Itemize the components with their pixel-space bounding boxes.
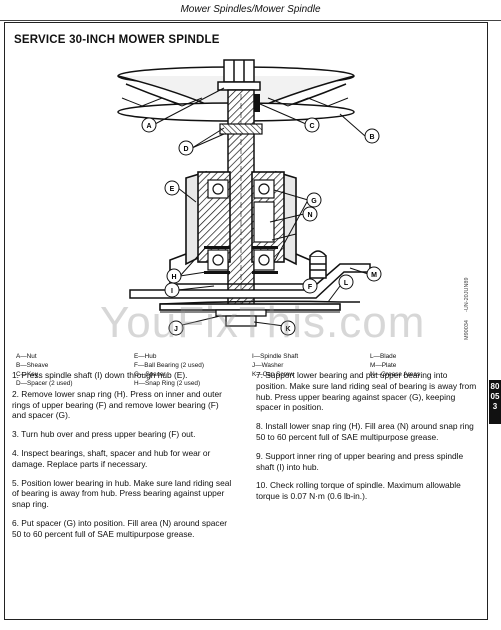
callout-g: G [306,192,322,208]
instruction-step: 9. Support inner ring of upper bearing a… [256,450,464,472]
svg-text:I: I [171,288,173,295]
figure-number: M90034 [464,320,470,340]
callout-d: D [178,140,194,156]
svg-text:H: H [171,274,176,281]
tab-line: 80 [490,382,500,391]
callout-m: M [366,266,382,282]
instruction-step: 1. Press spindle shaft (I) down through … [12,370,188,380]
nut [217,59,261,91]
section-title: SERVICE 30-INCH MOWER SPINDLE [14,34,220,46]
spindle-diagram: A C B D E G N H I F L M J K [117,59,382,336]
legend-item: D—Spacer (2 used) [16,380,73,387]
cap-screw [225,315,257,327]
legend-item: B—Sheave [16,362,49,369]
instruction-step: 5. Position lower bearing in hub. Make s… [12,477,232,510]
svg-text:C: C [309,123,314,130]
legend-item: C—Key [16,371,39,378]
legend-item: H—Snap Ring (2 used) [134,380,201,387]
figure-code: -UN-20JUN89 [464,277,470,312]
parts-legend: A—Nut E—Hub I—Spindle Shaft L—Blade B—Sh… [16,352,478,388]
instruction-step: 2. Remove lower snap ring (H). Press on … [12,388,222,421]
legend-item: I—Spindle Shaft [252,353,299,360]
snap-rings [204,246,278,274]
instruction-step: 7. Support lower bearing and put upper b… [256,370,477,413]
page-header: Mower Spindles/Mower Spindle [0,0,501,21]
callout-f: F [302,278,318,294]
instructions-left-column: 1. Press spindle shaft (I) down through … [12,370,234,548]
legend-item: E—Hub [134,353,157,360]
instruction-step: 10. Check rolling torque of spindle. Max… [256,480,461,502]
callout-e: E [164,180,180,196]
spacer-g [253,201,275,243]
watermark: YouFixThis.com [100,298,426,347]
callout-k: K [280,320,296,336]
svg-text:M: M [371,272,377,279]
callout-a: A [141,117,157,133]
svg-text:G: G [311,198,317,205]
tab-line: 05 [490,392,500,401]
svg-text:F: F [308,284,313,291]
lower-bearing [207,249,275,271]
svg-text:K: K [285,326,290,333]
content-frame [4,22,488,620]
svg-text:N: N [307,212,312,219]
callout-c: C [304,117,320,133]
callout-h: H [166,268,182,284]
legend-item: M—Plate [370,362,397,369]
instruction-step: 4. Inspect bearings, shaft, spacer and h… [12,447,211,469]
svg-text:B: B [369,134,374,141]
callout-labels: A C B D E G N H I F L M J K [141,117,382,336]
legend-item: A—Nut [16,353,37,360]
header-title: Mower Spindles/Mower Spindle [180,4,321,15]
legend-item: L—Blade [370,353,397,360]
callout-n: N [302,206,318,222]
svg-text:L: L [344,280,349,287]
tab-line: 3 [492,402,498,411]
callout-b: B [364,128,380,144]
leader-lines [154,87,369,327]
svg-text:D: D [183,146,188,153]
svg-text:E: E [170,186,175,193]
legend-item: J—Washer [252,362,284,369]
callout-j: J [168,320,184,336]
svg-text:A: A [146,123,151,130]
spacer-upper [219,123,263,135]
legend-item: N—Grease Areas [370,371,421,378]
svg-text:J: J [174,326,178,333]
section-tab: 80 05 3 [489,380,501,424]
instruction-step: 8. Install lower snap ring (H). Fill are… [256,421,474,442]
instruction-step: 6. Put spacer (G) into position. Fill ar… [12,517,228,539]
legend-item: F—Ball Bearing (2 used) [134,362,204,369]
instruction-step: 3. Turn hub over and press upper bearing… [12,429,196,440]
instructions-right-column: 7. Support lower bearing and put upper b… [256,370,478,510]
legend-item: K—Cap Screw [252,371,294,378]
callout-i: I [164,282,180,298]
upper-bearing [207,179,275,199]
callout-l: L [338,274,354,290]
legend-item: G—Spacer [134,371,166,378]
